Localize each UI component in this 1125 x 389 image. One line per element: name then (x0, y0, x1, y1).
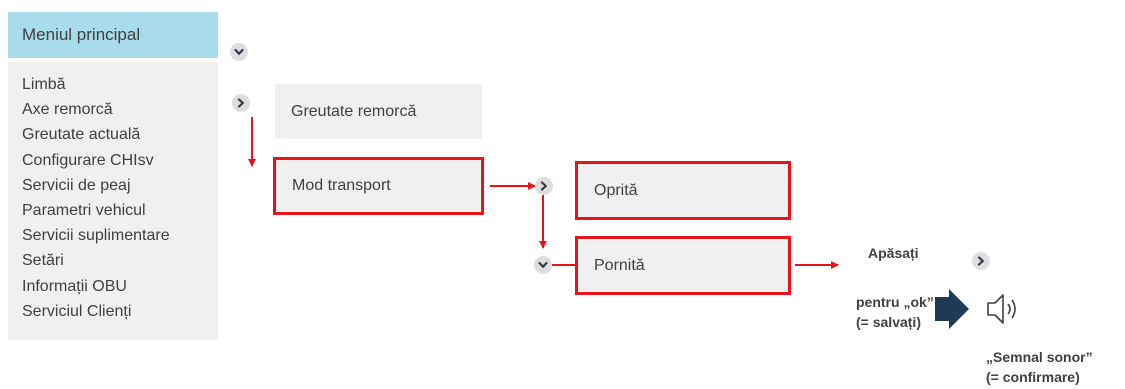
signal-label: „Semnal sonor” (= confirmare) (986, 347, 1093, 387)
submenu-greutate-remorca-label: Greutate remorcă (291, 102, 417, 120)
menu-item-serviciul-clienti[interactable]: Serviciul Clienți (22, 302, 132, 320)
ok-instruction: pentru „ok” (= salvați) (856, 292, 934, 332)
menu-item-informatii-obu[interactable]: Informații OBU (22, 277, 127, 295)
main-menu-list: Limbă Axe remorcă Greutate actuală Confi… (8, 62, 218, 340)
option-oprita[interactable]: Oprită (575, 161, 791, 220)
chevron-right-icon[interactable] (535, 177, 553, 195)
menu-item-limba[interactable]: Limbă (22, 76, 66, 93)
submenu-mod-transport[interactable]: Mod transport (273, 157, 484, 215)
chevron-down-icon[interactable] (230, 43, 248, 61)
submenu-greutate-remorca[interactable]: Greutate remorcă (275, 84, 482, 139)
menu-item-greutate-actuala[interactable]: Greutate actuală (22, 126, 141, 144)
menu-item-parametri-vehicul[interactable]: Parametri vehicul (22, 202, 146, 220)
ok-line-2: (= salvați) (856, 314, 921, 330)
menu-header: Meniul principal (8, 12, 218, 58)
chevron-down-icon[interactable] (534, 256, 552, 274)
menu-item-axe-remorca[interactable]: Axe remorcă (22, 101, 113, 119)
menu-item-configurare-chisv[interactable]: Configurare CHIsv (22, 151, 154, 169)
press-label: Apăsați (868, 245, 919, 261)
arrow-right-icon (935, 289, 969, 329)
menu-item-setari[interactable]: Setări (22, 252, 64, 270)
option-pornita[interactable]: Pornită (575, 236, 791, 295)
speaker-icon (987, 294, 1016, 324)
submenu-mod-transport-label: Mod transport (292, 177, 391, 194)
menu-item-servicii-de-peaj[interactable]: Servicii de peaj (22, 176, 131, 194)
option-pornita-label: Pornită (594, 256, 645, 274)
chevron-right-icon[interactable] (972, 252, 990, 270)
menu-item-servicii-suplimentare[interactable]: Servicii suplimentare (22, 227, 170, 245)
signal-line-1: „Semnal sonor” (986, 349, 1093, 365)
signal-line-2: (= confirmare) (986, 369, 1080, 385)
chevron-right-icon[interactable] (232, 94, 250, 112)
option-oprita-label: Oprită (594, 181, 638, 199)
ok-line-1: pentru „ok” (856, 294, 934, 310)
menu-title: Meniul principal (22, 25, 141, 44)
